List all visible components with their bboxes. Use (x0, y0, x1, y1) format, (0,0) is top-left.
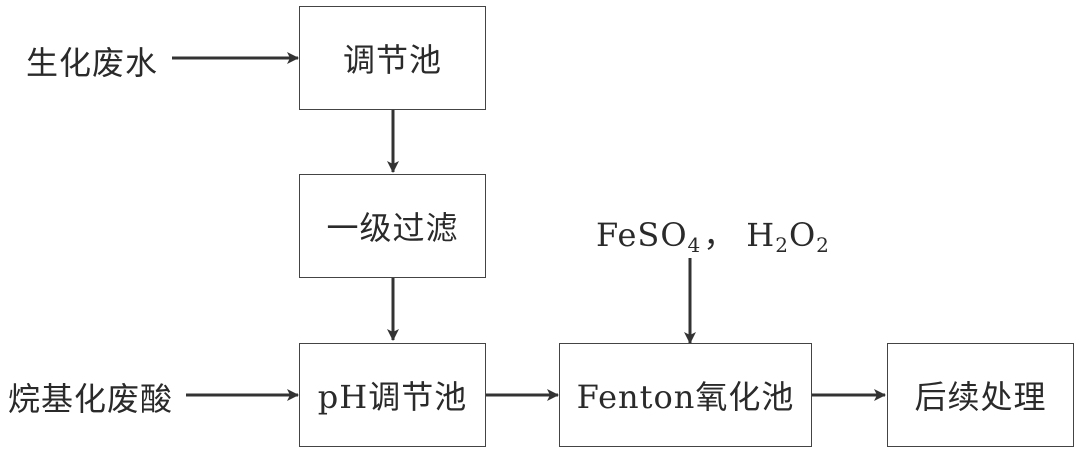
input-shenghua-feishui: 生化废水 (26, 44, 159, 82)
node-ph-tiaojiechi-label: pH调节池 (317, 378, 468, 416)
reagent-feso4-subscript: 4 (687, 233, 702, 257)
reagent-h2o2-subscript-1: 2 (775, 233, 789, 257)
node-ph-tiaojiechi: pH调节池 (299, 343, 486, 447)
reagent-feso4: FeSO (596, 216, 688, 254)
reagent-h2o2-o: O (788, 216, 817, 254)
reagent-label: FeSO4，H2O2 (596, 210, 830, 256)
node-houxu: 后续处理 (887, 343, 1074, 447)
node-houxu-label: 后续处理 (914, 378, 1047, 416)
node-yiji-guolv: 一级过滤 (299, 174, 486, 278)
node-fenton-label: Fenton氧化池 (576, 378, 795, 416)
node-yiji-guolv-label: 一级过滤 (326, 209, 459, 247)
reagent-h2o2-subscript-2: 2 (816, 233, 830, 257)
node-tiaojiechi-label: 调节池 (342, 41, 442, 79)
reagent-separator: ， (703, 216, 737, 254)
reagent-h2o2-h: H (746, 216, 776, 254)
input-wanji-feisuan: 烷基化废酸 (8, 380, 174, 418)
node-tiaojiechi: 调节池 (299, 6, 486, 110)
node-fenton: Fenton氧化池 (559, 343, 812, 447)
